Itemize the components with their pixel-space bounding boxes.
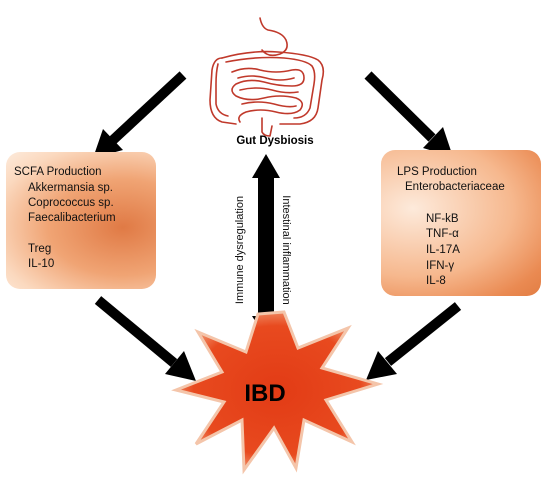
left-bacteria-2: Coprococcus sp.	[28, 197, 114, 209]
right-marker-2: TNF-α	[426, 228, 459, 240]
arrow-left-to-ibd	[94, 296, 196, 381]
right-marker-3: IL-17A	[426, 244, 460, 256]
immune-dysregulation-label: Immune dysregulation	[234, 195, 246, 305]
arrow-gut-to-left	[93, 71, 187, 158]
double-arrow-vertical	[252, 154, 280, 338]
lps-box	[381, 150, 541, 296]
right-bacteria-1: Enterobacteriaceae	[405, 181, 505, 193]
left-marker-2: IL-10	[28, 258, 55, 270]
intestine-icon	[209, 17, 325, 137]
gut-dysbiosis-title: Gut Dysbiosis	[236, 135, 314, 147]
right-marker-1: NF-kB	[426, 213, 459, 225]
ibd-label: IBD	[244, 380, 286, 407]
arrow-gut-to-right	[364, 71, 453, 157]
left-bacteria-1: Akkermansia sp.	[28, 182, 114, 194]
scfa-title: SCFA Production	[14, 166, 102, 178]
right-marker-4: IFN-γ	[426, 260, 455, 272]
scfa-box	[6, 152, 156, 289]
arrow-right-to-ibd	[366, 302, 462, 380]
right-marker-5: IL-8	[426, 275, 446, 287]
lps-title: LPS Production	[397, 166, 477, 178]
left-marker-1: Treg	[28, 243, 52, 255]
intestinal-inflammation-label: Intestinal inflammation	[280, 195, 292, 305]
ibd-starburst	[171, 310, 384, 475]
left-bacteria-3: Faecalibacterium	[28, 212, 116, 224]
